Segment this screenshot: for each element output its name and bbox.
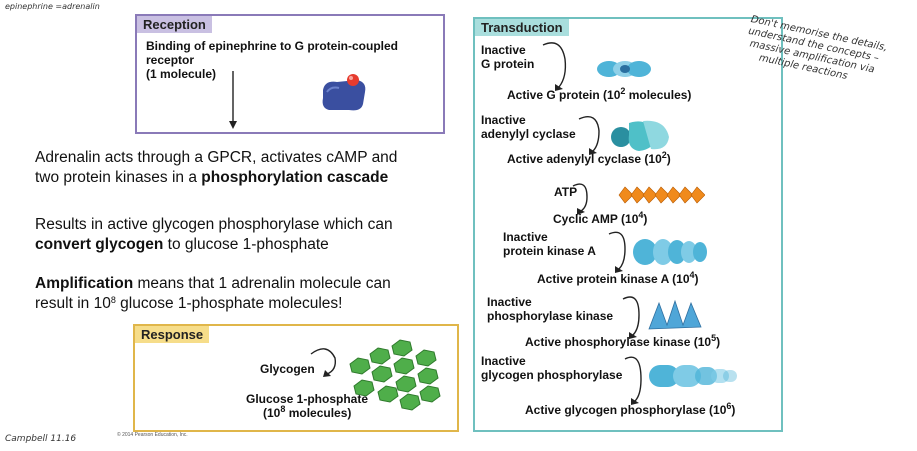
paragraph-glycogen-line1: Results in active glycogen phosphorylase… [35, 216, 393, 233]
step1-inactive-2: G protein [481, 57, 535, 71]
arrow-step5 [622, 296, 640, 336]
glucose-count-b: molecules) [285, 406, 352, 420]
step5-active-a: Active phosphorylase kinase (10 [525, 335, 712, 349]
step4-inactive-1: Inactive [503, 230, 548, 244]
step6-inactive-2: glycogen phosphorylase [481, 368, 623, 382]
paragraph-gpcr-line2: two protein kinases in a phosphorylation… [35, 168, 455, 188]
step2-active-a: Active adenylyl cyclase (10 [507, 152, 662, 166]
glucose-count: (108 molecules) [263, 404, 352, 421]
copyright-note: © 2014 Pearson Education, Inc. [117, 432, 188, 438]
step4-inactive-2: protein kinase A [503, 244, 596, 258]
paragraph-amp-line1: Amplification means that 1 adrenalin mol… [35, 274, 455, 294]
step2-active: Active adenylyl cyclase (102) [507, 150, 671, 167]
p2-bold: convert glycogen [35, 236, 164, 253]
receptor-icon [322, 74, 366, 111]
glycogen-phosphorylase-icon [649, 365, 737, 387]
step5-active: Active phosphorylase kinase (105) [525, 333, 721, 350]
step2-inactive-1: Inactive [481, 113, 526, 127]
glycogen-icon [349, 339, 441, 411]
p1-bold: phosphorylation cascade [201, 169, 389, 186]
step6-active-a: Active glycogen phosphorylase (10 [525, 403, 727, 417]
source-note: Campbell 11.16 [5, 434, 77, 444]
reception-title: Reception [137, 16, 212, 33]
paragraph-amplification: Amplification means that 1 adrenalin mol… [35, 274, 455, 314]
corner-note: epinephrine =adrenalin [5, 2, 100, 11]
arrow-step1 [542, 42, 567, 88]
response-title: Response [135, 326, 210, 343]
glucose-count-a: (10 [263, 406, 281, 420]
step6-active-b: ) [731, 403, 736, 417]
reception-line1: Binding of epinephrine to G protein-coup… [146, 39, 398, 53]
paragraph-gpcr-line1: Adrenalin acts through a GPCR, activates… [35, 149, 398, 166]
atp-camp-icon [618, 186, 705, 204]
step5-active-sup: 5 [711, 333, 717, 343]
glycogen-label: Glycogen [260, 362, 315, 376]
glucose-count-sup: 8 [280, 404, 286, 414]
p3-text-c: glucose 1-phosphate molecules! [115, 295, 343, 312]
step5-inactive-1: Inactive [487, 295, 532, 309]
step1-active: Active G protein (102 molecules) [507, 86, 692, 103]
step4-active-a: Active protein kinase A (10 [537, 272, 690, 286]
paragraph-glycogen: Results in active glycogen phosphorylase… [35, 215, 455, 255]
p3-text-b: result in 10 [35, 295, 111, 312]
step4-active-sup: 4 [689, 270, 695, 280]
reception-line2: receptor [146, 53, 195, 67]
step3-camp-a: Cyclic AMP (10 [553, 212, 639, 226]
p1-text: two protein kinases in a [35, 169, 202, 186]
response-box: Response Glycogen Glucose 1-phosphate (1… [133, 324, 459, 432]
p3-text: means that 1 adrenalin molecule can [133, 275, 391, 292]
p3-sup: 8 [110, 295, 116, 305]
step3-atp: ATP [554, 185, 578, 199]
step6-inactive-1: Inactive [481, 354, 526, 368]
step2-inactive-2: adenylyl cyclase [481, 127, 576, 141]
step6-active-sup: 6 [726, 401, 732, 411]
reception-arrow [229, 71, 237, 129]
adenylyl-cyclase-icon [611, 120, 669, 151]
reception-box: Reception Binding of epinephrine to G pr… [135, 14, 445, 134]
protein-kinase-a-icon [633, 239, 707, 265]
step2-active-b: ) [666, 152, 671, 166]
arrow-step6 [624, 356, 642, 402]
phosphorylase-kinase-icon [648, 299, 702, 330]
step5-inactive-2: phosphorylase kinase [487, 309, 614, 323]
response-arrow [310, 348, 337, 377]
step3-camp-b: ) [643, 212, 648, 226]
paragraph-gpcr: Adrenalin acts through a GPCR, activates… [35, 148, 455, 188]
arrow-step2 [578, 116, 600, 152]
step2-active-sup: 2 [661, 150, 667, 160]
step5-active-b: ) [716, 335, 721, 349]
reception-line3: (1 molecule) [146, 67, 217, 81]
step6-active: Active glycogen phosphorylase (106) [525, 401, 736, 418]
step1-active-sup: 2 [620, 86, 626, 96]
step4-active-b: ) [694, 272, 699, 286]
paragraph-amp-line2: result in 108 glucose 1-phosphate molecu… [35, 294, 455, 314]
transduction-arrows [542, 42, 642, 405]
step1-active-a: Active G protein (10 [507, 88, 621, 102]
step3-camp-sup: 4 [638, 210, 644, 220]
p3-bold: Amplification [35, 275, 134, 292]
paragraph-glycogen-line2: convert glycogen to glucose 1-phosphate [35, 235, 455, 255]
step1-active-b: molecules) [625, 88, 692, 102]
transduction-box: Transduction Inactive G protein Active G… [473, 17, 783, 432]
g-protein-icon [597, 61, 651, 77]
p2-text: to glucose 1-phosphate [163, 236, 329, 253]
step3-camp: Cyclic AMP (104) [553, 210, 648, 227]
arrow-step3 [572, 183, 588, 212]
step4-active: Active protein kinase A (104) [537, 270, 699, 287]
arrow-step4 [608, 231, 626, 270]
glucose-label: Glucose 1-phosphate [246, 392, 369, 406]
transduction-title: Transduction [475, 19, 569, 36]
step1-inactive-1: Inactive [481, 43, 526, 57]
